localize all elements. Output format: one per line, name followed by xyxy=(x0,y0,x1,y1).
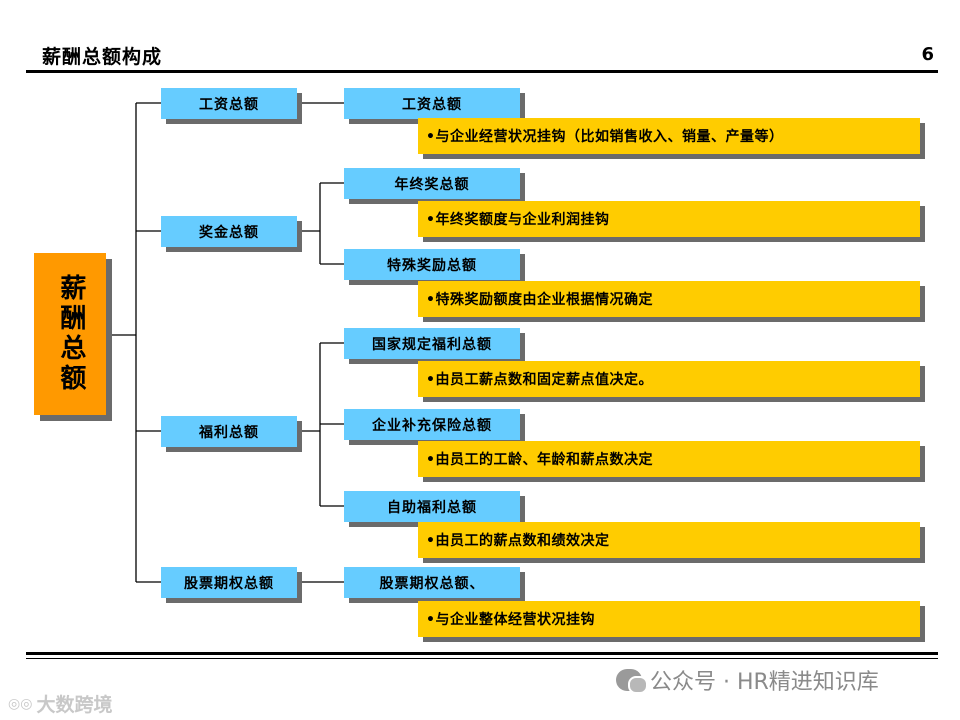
note-stock-option-total: •与企业整体经营状况挂钩 xyxy=(418,601,920,637)
note-self-service-welfare: •由员工的薪点数和绩效决定 xyxy=(418,522,920,558)
page-title: 薪酬总额构成 xyxy=(42,46,163,68)
item-stock-option-total: 股票期权总额、 xyxy=(344,567,520,598)
root-node: 薪酬总额 xyxy=(34,253,106,415)
right-watermark-text: 公众号 · HR精进知识库 xyxy=(650,670,879,695)
item-salary-total: 工资总额 xyxy=(344,88,520,119)
item-year-end-bonus: 年终奖总额 xyxy=(344,168,520,199)
category-bonus-total: 奖金总额 xyxy=(161,216,297,247)
footer-rule-thin xyxy=(26,658,938,659)
note-statutory-welfare: •由员工薪点数和固定薪点值决定。 xyxy=(418,361,920,397)
item-special-award: 特殊奖励总额 xyxy=(344,249,520,280)
note-year-end-bonus: •年终奖额度与企业利润挂钩 xyxy=(418,201,920,237)
item-supplementary-insurance: 企业补充保险总额 xyxy=(344,409,520,440)
footer-rule-thick xyxy=(26,652,938,655)
item-statutory-welfare: 国家规定福利总额 xyxy=(344,328,520,359)
note-supplementary-insurance: •由员工的工龄、年龄和薪点数决定 xyxy=(418,441,920,477)
note-special-award: •特殊奖励额度由企业根据情况确定 xyxy=(418,281,920,317)
category-welfare-total: 福利总额 xyxy=(161,416,297,447)
right-watermark: 公众号 · HR精进知识库 xyxy=(616,664,879,696)
category-stock-option-total: 股票期权总额 xyxy=(161,567,297,598)
wechat-icon xyxy=(616,669,648,694)
watermark-logo-icon: ◎◎ xyxy=(8,695,33,712)
category-salary-total: 工资总额 xyxy=(161,88,297,119)
left-watermark-text: 大数跨境 xyxy=(36,694,113,716)
note-salary-total: •与企业经营状况挂钩（比如销售收入、销量、产量等） xyxy=(418,118,920,154)
item-self-service-welfare: 自助福利总额 xyxy=(344,491,520,522)
left-watermark: ◎◎ 大数跨境 xyxy=(8,690,112,717)
page-number: 6 xyxy=(921,44,934,65)
header-rule xyxy=(26,70,938,73)
